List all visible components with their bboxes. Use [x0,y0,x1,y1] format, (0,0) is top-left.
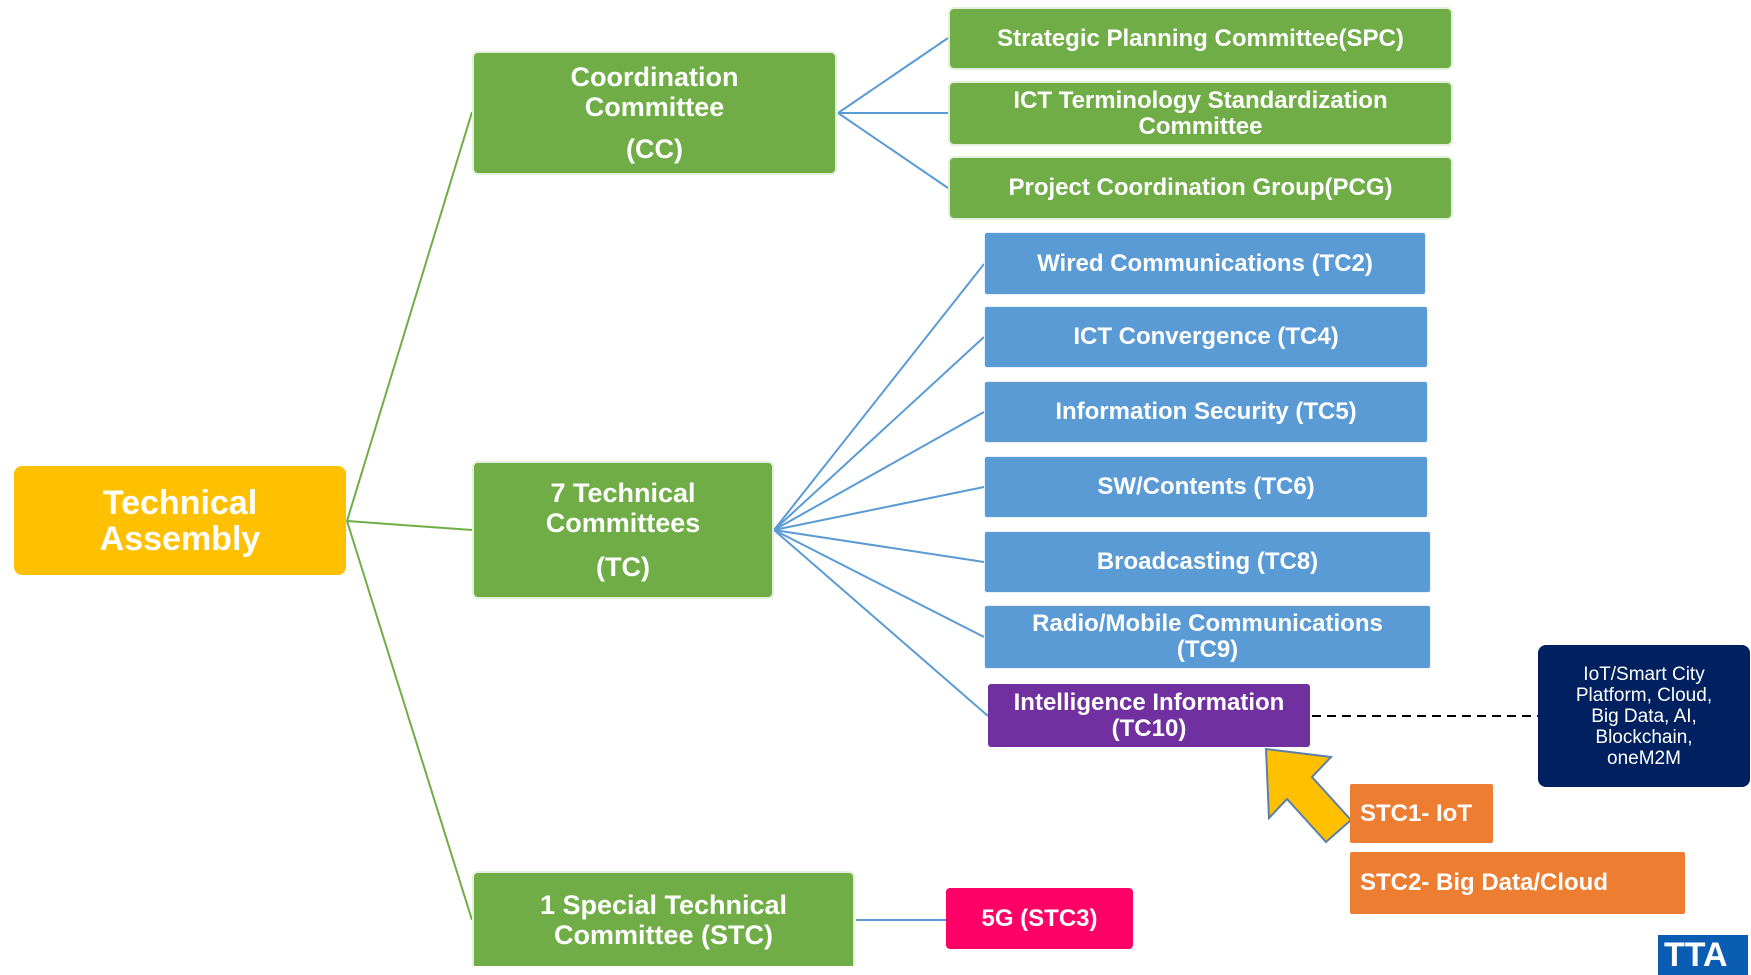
cc-abbr: (CC) [626,134,683,164]
connector-tc-tc6 [773,486,985,531]
technical-assembly-line1: Technical [102,483,258,522]
note-line: oneM2M [1607,747,1681,769]
connector-tc-tc4 [773,336,985,531]
tc-child-label: ICT Convergence (TC4) [1073,323,1339,350]
note-line: Platform, Cloud, [1575,684,1713,706]
cc-child-line2: Committee [1138,112,1263,140]
stc-child-5g: 5G (STC3) [946,888,1133,949]
connector-tc-tc5 [773,411,985,531]
cc-connectors [837,37,949,189]
connector-tc-tc9 [773,529,985,638]
note-line: Blockchain, [1595,726,1693,748]
cc-child-label: Strategic Planning Committee(SPC) [997,24,1404,52]
connector-cc-pcg [837,112,949,189]
tc-child-label: Broadcasting (TC8) [1096,548,1319,575]
subcommittee-label: STC1- IoT [1360,799,1472,827]
cc-child-line1: ICT Terminology Standardization [1013,86,1388,114]
tc-child-line1: Radio/Mobile Communications [1032,610,1383,637]
tc-child-label: Information Security (TC5) [1055,398,1357,425]
cc-line1: Coordination [570,62,739,92]
pointer-arrow-icon [1264,747,1353,844]
tc-child-line2: (TC9) [1176,636,1239,663]
subcommittee-label: STC2- Big Data/Cloud [1360,869,1609,896]
tc10-scope-note: IoT/Smart City Platform, Cloud, Big Data… [1538,645,1750,787]
organization-logo: TTA [1658,935,1748,975]
cc-line2: Committee [584,92,725,122]
tc-child-label: Wired Communications (TC2) [1037,249,1373,277]
connector-cc-spc [837,37,949,114]
tc-line1: 7 Technical [550,478,696,508]
connector-tc-tc8 [773,529,985,563]
tc-child-tc8: Broadcasting (TC8) [984,531,1431,593]
note-line: IoT/Smart City [1583,663,1705,685]
connector-root-stc [346,520,473,921]
tc-child-line2: (TC10) [1111,714,1187,742]
tc-child-tc6: SW/Contents (TC6) [984,456,1428,518]
tc-child-tc10: Intelligence Information (TC10) [988,684,1310,747]
cc-child-ict-terminology: ICT Terminology Standardization Committe… [948,81,1453,146]
note-line: Big Data, AI, [1591,705,1697,727]
subcommittee-stc2: STC2- Big Data/Cloud [1350,852,1685,914]
cc-child-pcg: Project Coordination Group(PCG) [948,156,1453,220]
tc-connectors [773,263,989,717]
cc-child-spc: Strategic Planning Committee(SPC) [948,7,1453,70]
technical-assembly-line2: Assembly [99,519,261,558]
tc-child-line1: Intelligence Information [1013,688,1285,716]
tc-abbr: (TC) [596,552,650,582]
special-technical-committee-box: 1 Special Technical Committee (STC) [472,871,855,966]
subcommittee-stc1: STC1- IoT [1350,784,1493,843]
stc-line2: Committee (STC) [553,919,773,950]
tc-child-tc9: Radio/Mobile Communications (TC9) [984,605,1431,669]
tc-child-tc5: Information Security (TC5) [984,381,1428,443]
coordination-committee-box: Coordination Committee (CC) [472,51,837,175]
tc-line2: Committees [545,508,701,538]
tc-child-label: SW/Contents (TC6) [1097,473,1315,500]
technical-committees-box: 7 Technical Committees (TC) [472,461,774,599]
technical-assembly-box: Technical Assembly [14,466,346,575]
root-connectors [346,111,473,921]
logo-text: TTA [1664,936,1728,974]
connector-root-cc [346,111,473,522]
tc-child-tc4: ICT Convergence (TC4) [984,306,1428,368]
connector-tc-tc10 [773,529,989,717]
cc-child-label: Project Coordination Group(PCG) [1008,174,1393,201]
stc-child-label: 5G (STC3) [981,904,1098,932]
connector-tc-tc2 [773,263,985,531]
stc-line1: 1 Special Technical [539,889,788,920]
tc-child-tc2: Wired Communications (TC2) [984,232,1426,295]
connector-root-tc [346,520,473,531]
